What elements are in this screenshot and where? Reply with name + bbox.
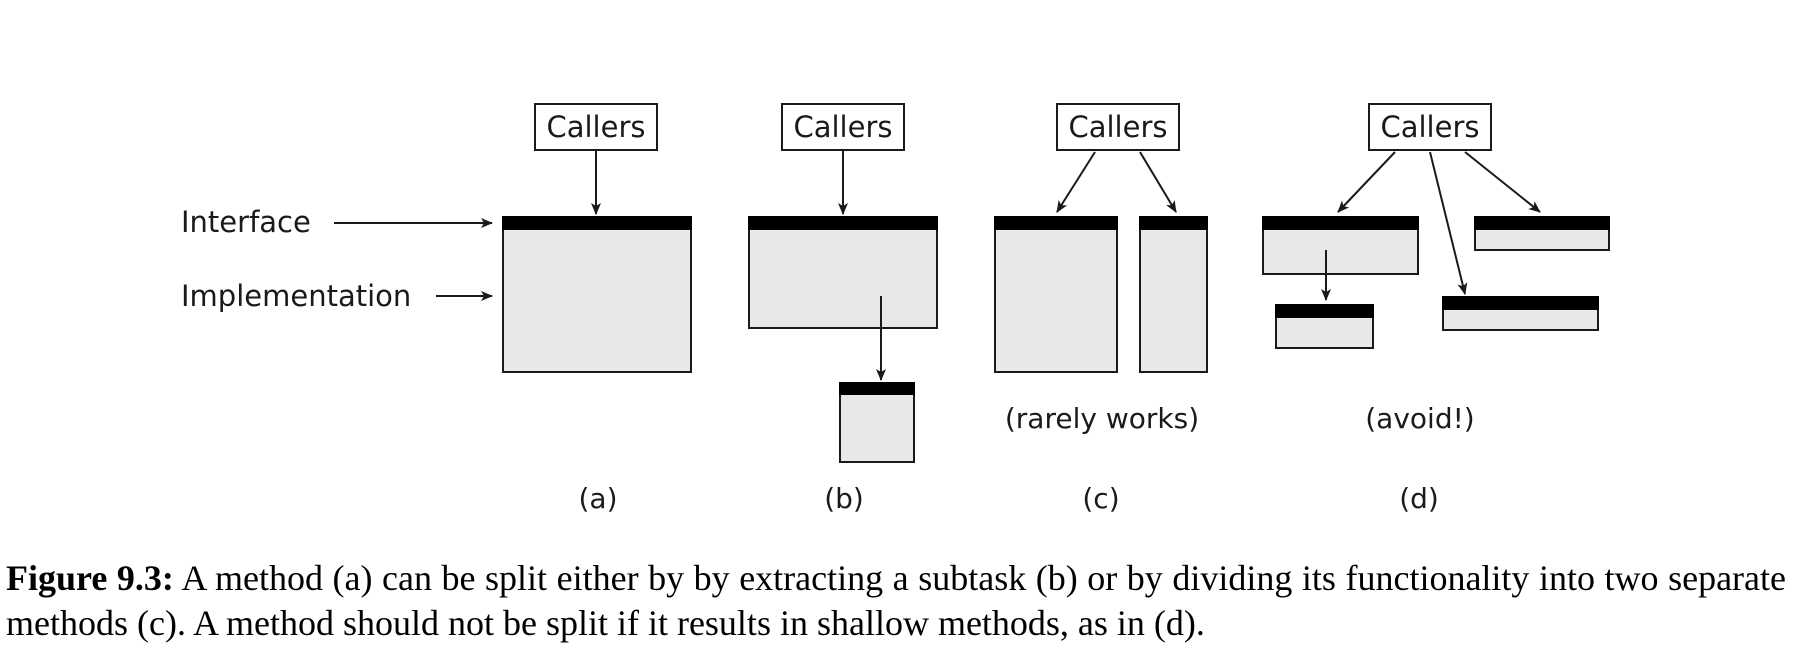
interface-label: Interface [181,205,311,239]
panel-a: Callers (a) [502,103,692,515]
panel-d: Callers (avoid!) (d) [1262,103,1610,515]
implementation-label: Implementation [181,279,411,313]
call-arrow-c2 [1139,151,1177,213]
interface-bar-c1 [994,216,1118,230]
note-d: (avoid!) [1365,402,1474,435]
interface-bar-a [502,216,692,230]
call-arrow-d2 [1429,151,1468,295]
module-c2 [1139,221,1208,373]
call-arrow-c1 [1056,151,1096,213]
module-c1 [994,221,1118,373]
submodule-b [839,387,915,463]
interface-bar-d1 [1262,216,1419,230]
callers-box-c [1056,103,1180,151]
interface-bar-d3 [1275,304,1374,318]
call-arrow-d3 [1464,151,1541,213]
module-d1 [1262,221,1419,275]
callers-label-d: Callers [1380,110,1479,144]
panel-label-a: (a) [578,482,617,515]
callers-label-b: Callers [793,110,892,144]
interface-bar-c2 [1139,216,1208,230]
interface-bar-d4 [1442,296,1599,310]
call-arrow-d1 [1337,151,1396,213]
panel-b: Callers (b) [748,103,938,515]
interface-bar-d2 [1474,216,1610,230]
caption-text: A method (a) can be split either by by e… [6,558,1786,643]
callers-box-d [1368,103,1492,151]
interface-bar-b [748,216,938,230]
callers-label-c: Callers [1068,110,1167,144]
note-c: (rarely works) [1005,402,1199,435]
submodule-interface-b [839,382,915,395]
panel-label-b: (b) [824,482,864,515]
figure-caption: Figure 9.3: A method (a) can be split ei… [6,556,1786,646]
panel-label-d: (d) [1399,482,1439,515]
caption-label: Figure 9.3: [6,558,174,598]
module-b [748,221,938,329]
callers-label-a: Callers [546,110,645,144]
panel-c: Callers (rarely works) (c) [994,103,1208,515]
callers-box-a [534,103,658,151]
panel-label-c: (c) [1082,482,1119,515]
module-a [502,221,692,373]
